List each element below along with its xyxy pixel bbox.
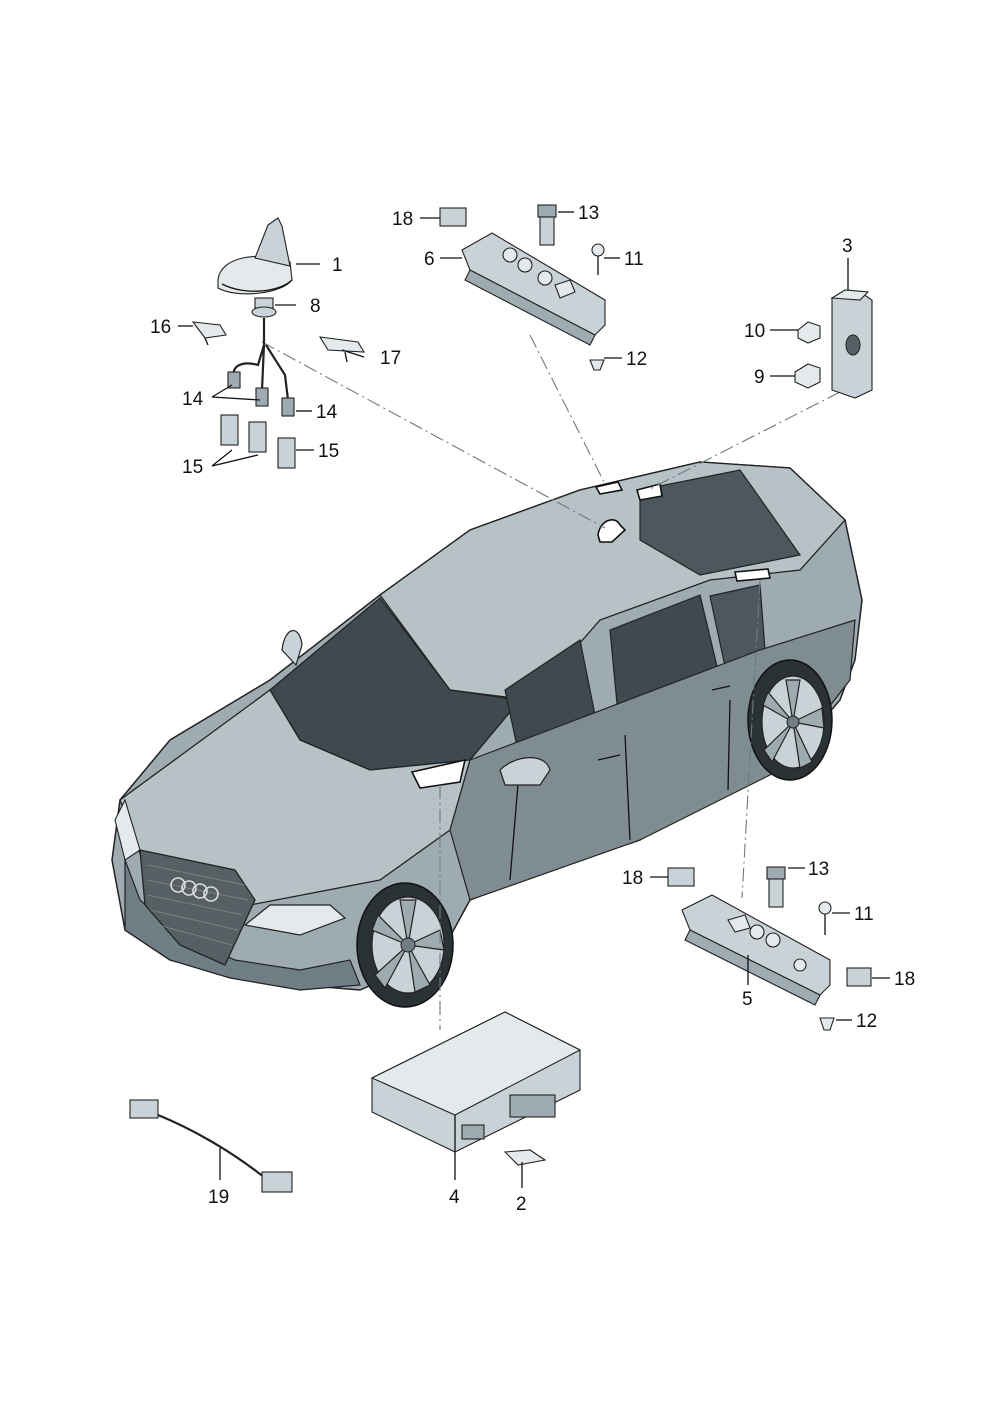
callout-leaders: [178, 211, 890, 1188]
roof-antenna: [217, 217, 293, 318]
callout-12-a: 12: [626, 349, 647, 370]
callout-18-b: 18: [622, 868, 643, 889]
callout-15-b: 15: [318, 441, 339, 462]
callout-12-b: 12: [856, 1011, 877, 1032]
callout-labels: 1 8 16 17 14 14 15 15 18 13 11 6 12 3 10…: [150, 203, 915, 1215]
location-leaders: [261, 334, 841, 1030]
callout-11-b: 11: [854, 904, 874, 925]
antenna-harness: [191, 318, 366, 469]
callout-6: 6: [424, 249, 435, 270]
callout-18-c: 18: [894, 969, 915, 990]
callout-16: 16: [150, 317, 171, 338]
callout-17: 17: [380, 348, 401, 369]
callout-14-b: 14: [316, 402, 338, 423]
callout-13-a: 13: [578, 203, 599, 224]
callout-3: 3: [842, 236, 853, 257]
callout-19: 19: [208, 1187, 229, 1208]
control-unit-4: [370, 1011, 582, 1166]
callout-11-a: 11: [624, 249, 644, 270]
callout-10: 10: [744, 321, 765, 342]
car-location-markers: [410, 481, 771, 789]
callout-9: 9: [754, 367, 765, 388]
cable-19: [129, 1099, 293, 1193]
callout-18-a: 18: [392, 209, 413, 230]
callout-8: 8: [310, 296, 321, 317]
callout-1: 1: [332, 255, 343, 276]
car-body: [111, 461, 863, 1008]
callout-15-a: 15: [182, 457, 203, 478]
callout-5: 5: [742, 989, 753, 1010]
callout-14-a: 14: [182, 389, 204, 410]
callout-4: 4: [449, 1187, 460, 1208]
module-5: [667, 866, 872, 1031]
callout-13-b: 13: [808, 859, 829, 880]
module-6: [439, 204, 606, 371]
callout-2: 2: [516, 1194, 527, 1215]
bracket-3: [794, 289, 873, 399]
